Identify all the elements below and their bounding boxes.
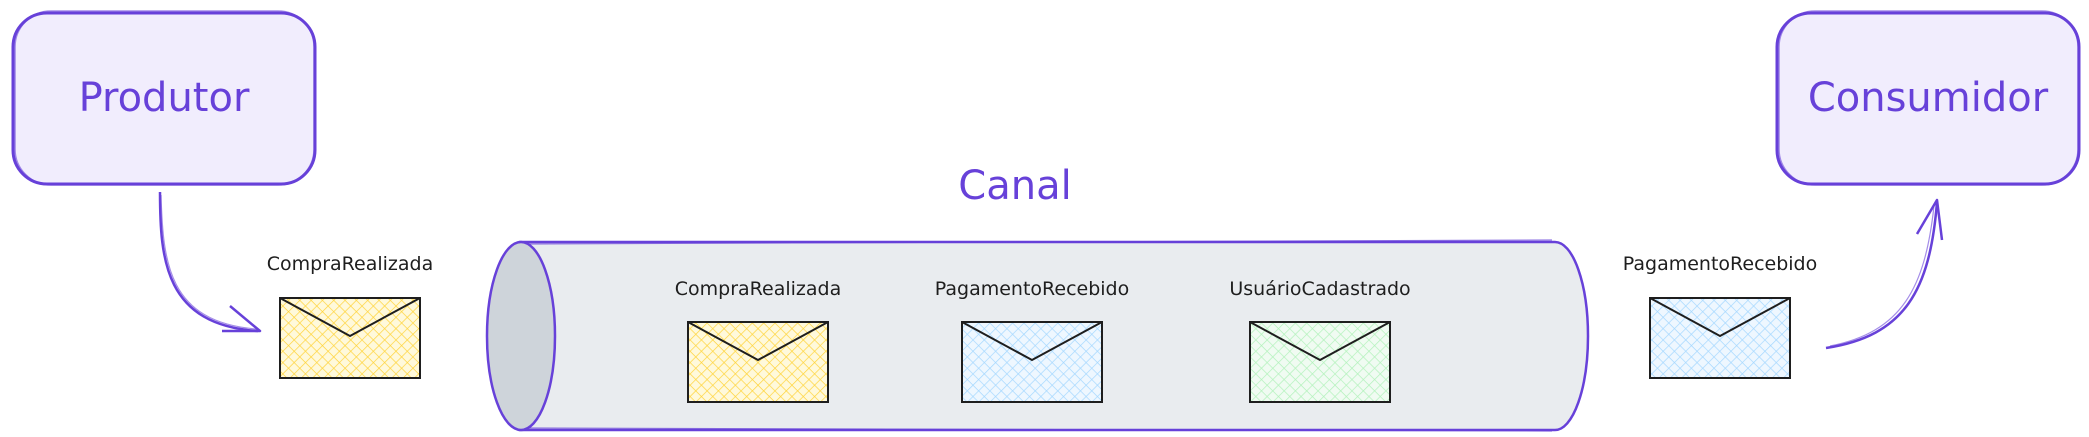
channel-label: Canal (958, 163, 1071, 209)
outgoing-message[interactable]: PagamentoRecebido (1623, 253, 1817, 379)
channel-message-label: UsuárioCadastrado (1229, 278, 1410, 300)
outgoing-message-label: PagamentoRecebido (1623, 253, 1817, 275)
channel-tube-cap (485, 240, 557, 432)
channel-message-2[interactable]: PagamentoRecebido (935, 278, 1129, 403)
consumer-label: Consumidor (1808, 75, 2049, 121)
consumer-node[interactable]: Consumidor (1775, 10, 2081, 186)
incoming-message[interactable]: CompraRealizada (267, 253, 433, 379)
producer-arrow (158, 191, 262, 333)
channel-message-label: CompraRealizada (675, 278, 841, 300)
consumer-arrow (1825, 198, 1944, 350)
producer-label: Produtor (79, 75, 250, 121)
producer-node[interactable]: Produtor (11, 10, 317, 186)
channel-message-3[interactable]: UsuárioCadastrado (1229, 278, 1411, 403)
incoming-message-label: CompraRealizada (267, 253, 433, 275)
channel-message-1[interactable]: CompraRealizada (675, 278, 841, 403)
channel-message-label: PagamentoRecebido (935, 278, 1129, 300)
